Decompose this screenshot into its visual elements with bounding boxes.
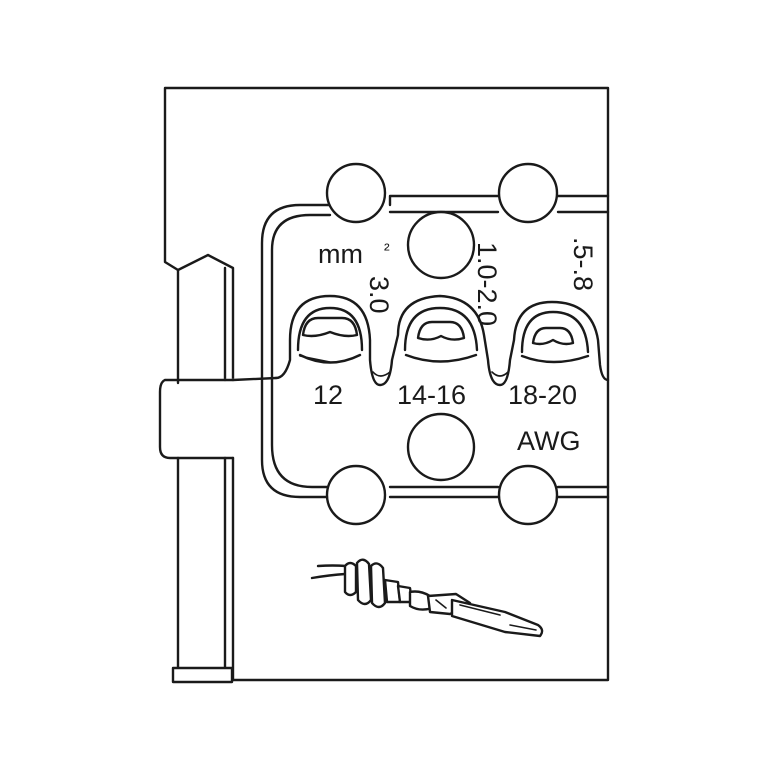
- awg-label: AWG: [517, 426, 581, 456]
- awg-value-die-1: 12: [313, 380, 343, 410]
- mm2-superscript: ²: [384, 240, 390, 259]
- hole-center-bottom: [406, 412, 476, 482]
- cavity-14-16-awg: [403, 306, 479, 363]
- cavity-18-20-awg: [520, 310, 590, 364]
- hole-bottom-left: [325, 464, 387, 526]
- hole-bottom-right: [497, 464, 559, 526]
- left-rail: [158, 266, 278, 684]
- hole-top-left: [325, 162, 387, 224]
- hole-center-top: [406, 210, 476, 280]
- awg-value-die-3: 18-20: [508, 380, 577, 410]
- hole-top-right: [497, 162, 559, 224]
- locating-holes: [325, 162, 559, 526]
- mm2-value-die-2: 1.0-2.0: [472, 242, 502, 326]
- die-plate-outline: [163, 86, 610, 682]
- cavity-12-awg: [296, 306, 364, 364]
- mm2-value-die-1: 3.0: [364, 276, 394, 314]
- mm2-value-die-3: .5-.8: [568, 237, 598, 291]
- crimp-profile: [274, 294, 610, 387]
- crimp-contact-pin-icon: [310, 558, 544, 638]
- die-frame-outer: [260, 194, 610, 499]
- awg-value-die-2: 14-16: [397, 380, 466, 410]
- mm2-label: mm: [318, 239, 363, 269]
